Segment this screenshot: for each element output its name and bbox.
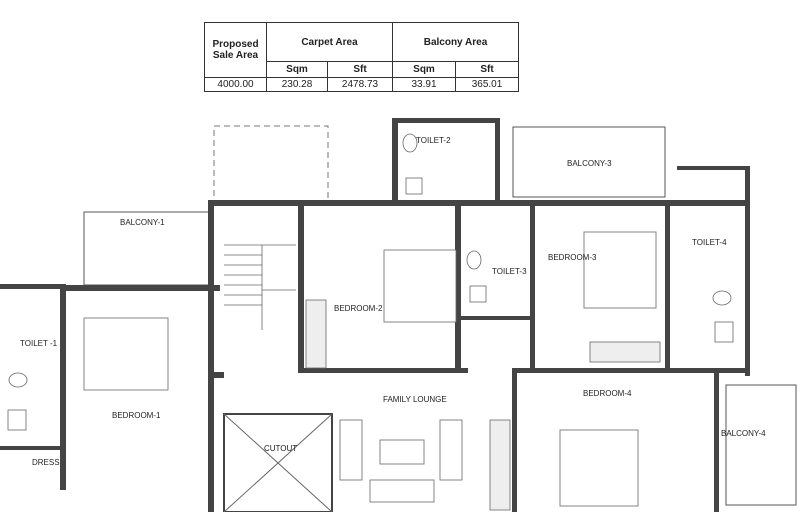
room-label-bedroom-1: BEDROOM-1: [112, 411, 161, 420]
room-label-balcony-1: BALCONY-1: [120, 218, 165, 227]
beds: [83, 231, 657, 507]
proposed-sale-area-header: Proposed Sale Area: [204, 22, 267, 78]
balcony-sft-value: 365.01: [455, 77, 519, 92]
wardrobes: [305, 299, 661, 511]
room-label-toilet-3: TOILET-3: [492, 267, 527, 276]
walls: [0, 118, 750, 512]
carpet-area-header: Carpet Area: [266, 22, 393, 62]
area-table: Proposed Sale Area Carpet Area Balcony A…: [204, 22, 519, 92]
room-label-balcony-4: BALCONY-4: [721, 429, 766, 438]
room-label-bedroom-2: BEDROOM-2: [334, 304, 383, 313]
toilet-fixtures: [7, 133, 734, 431]
room-label-family-lounge: FAMILY LOUNGE: [383, 395, 447, 404]
balcony-3-outline: [512, 126, 666, 198]
lounge-furniture: [339, 419, 463, 503]
room-label-toilet-2: TOILET-2: [416, 136, 451, 145]
balcony-4-outline: [725, 384, 797, 506]
room-label-cutout: CUTOUT: [264, 444, 297, 453]
cutout-void: [223, 413, 333, 512]
room-label-balcony-3: BALCONY-3: [567, 159, 612, 168]
room-label-bedroom-3: BEDROOM-3: [548, 253, 597, 262]
carpet-sqm-value: 230.28: [266, 77, 328, 92]
room-label-bedroom-4: BEDROOM-4: [583, 389, 632, 398]
balcony-area-header: Balcony Area: [392, 22, 519, 62]
open-to-sky-outline: [213, 125, 329, 203]
room-label-toilet-4: TOILET-4: [692, 238, 727, 247]
balcony-sqm-value: 33.91: [392, 77, 456, 92]
staircase: [224, 244, 296, 330]
proposed-sale-area-value: 4000.00: [204, 77, 267, 92]
room-label-toilet-1: TOILET -1: [20, 339, 58, 348]
room-label-dress: DRESS: [32, 458, 60, 467]
